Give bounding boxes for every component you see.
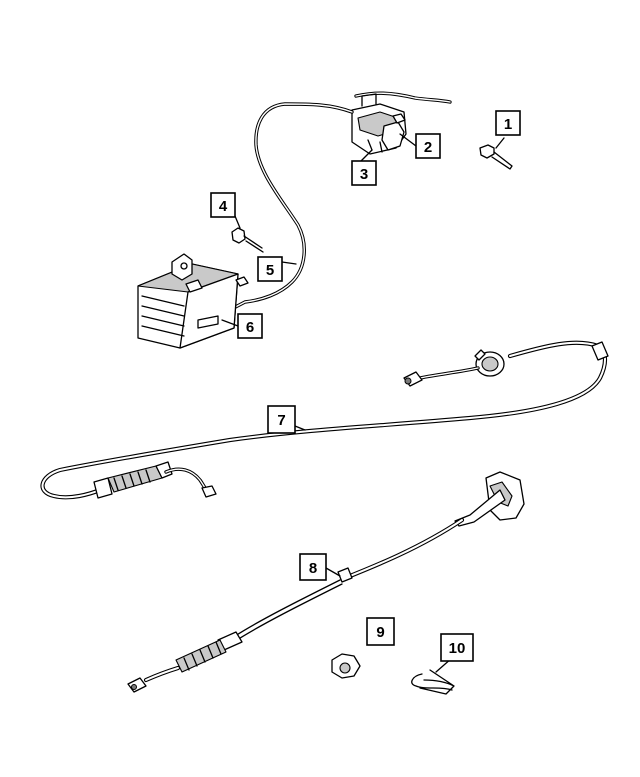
svg-text:9: 9	[376, 624, 384, 641]
svg-text:6: 6	[246, 319, 254, 336]
callout-9: 9	[366, 617, 395, 646]
part-7-cable	[40, 340, 609, 500]
svg-text:10: 10	[449, 640, 466, 657]
part-1-bolt	[479, 144, 513, 170]
callout-1: 1	[495, 110, 521, 136]
svg-text:1: 1	[504, 116, 512, 133]
svg-text:7: 7	[277, 412, 285, 429]
callout-3: 3	[351, 160, 377, 186]
svg-text:4: 4	[219, 198, 228, 215]
callout-5: 5	[257, 256, 283, 282]
callout-2: 2	[415, 133, 441, 159]
svg-text:2: 2	[424, 139, 432, 156]
part-2-3-actuator	[351, 91, 452, 155]
leader-lines	[221, 133, 505, 673]
part-10-clip	[411, 669, 455, 695]
part-6-module	[137, 253, 249, 349]
callout-10: 10	[440, 633, 474, 662]
callout-4: 4	[210, 192, 236, 218]
callout-6: 6	[237, 313, 263, 339]
harness-wire	[198, 102, 354, 320]
callout-8: 8	[299, 553, 327, 581]
svg-text:3: 3	[360, 166, 368, 183]
callout-7: 7	[267, 405, 296, 434]
part-9-nut	[331, 653, 361, 679]
part-8-cable	[127, 471, 525, 693]
svg-text:5: 5	[266, 262, 274, 279]
part-4-fastener	[231, 227, 264, 253]
svg-text:8: 8	[309, 560, 317, 577]
